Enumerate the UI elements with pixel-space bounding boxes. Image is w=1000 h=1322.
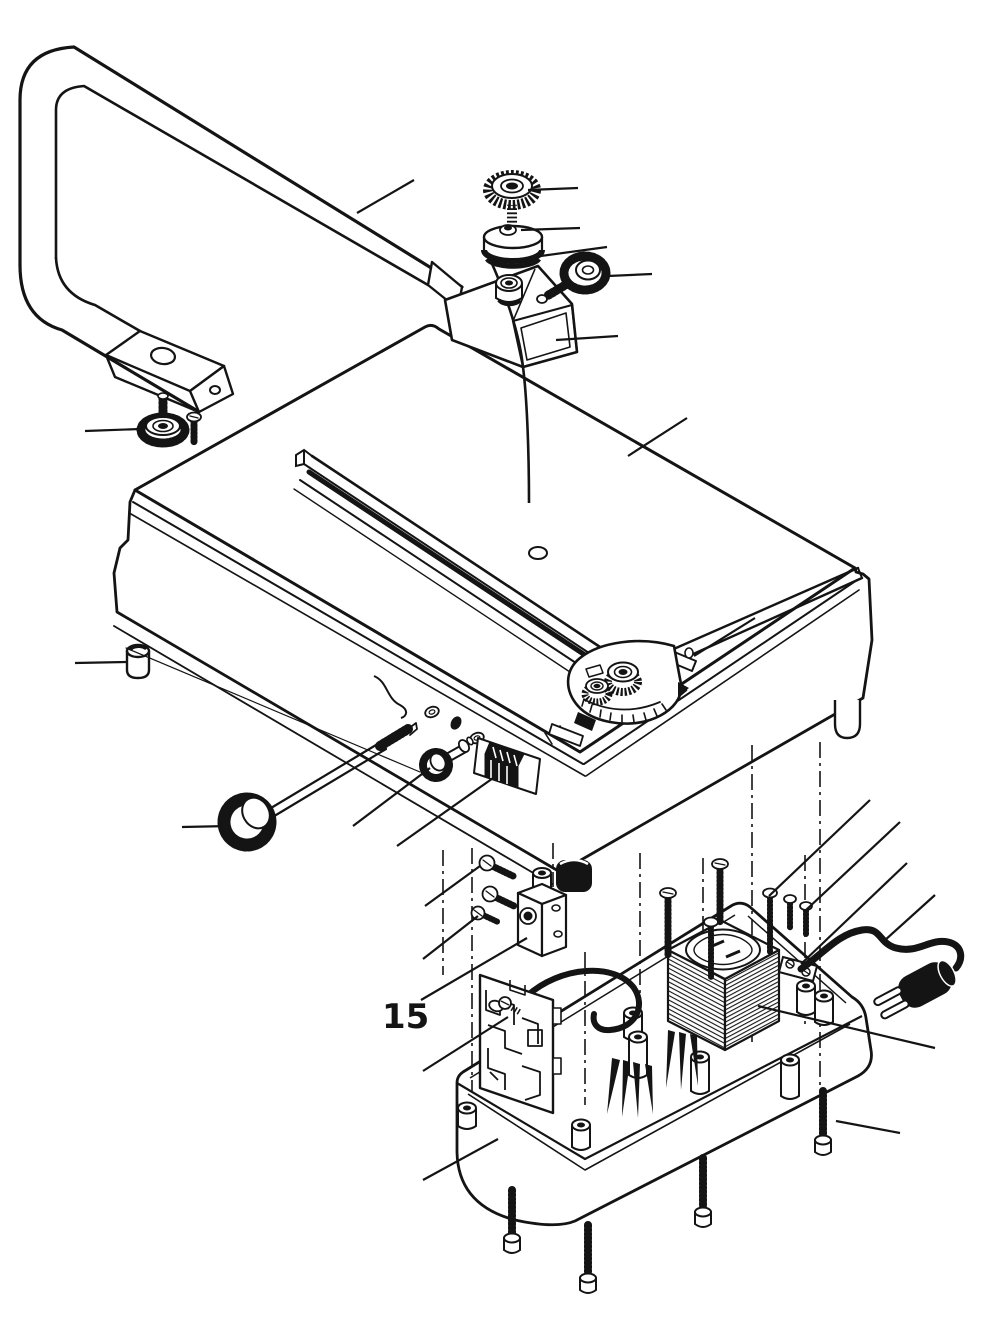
gauge-pointer (678, 682, 689, 696)
protractor-ticks (581, 698, 667, 723)
knurled-gear-shaft (419, 736, 474, 782)
leader-base-left (422, 1138, 499, 1181)
leader-pcb (422, 1016, 509, 1072)
leader-base-screw-right (835, 1119, 901, 1135)
leader-saw-arm (356, 179, 415, 214)
arm-mount-hole (149, 346, 177, 366)
transformer (666, 919, 781, 1052)
saw-arm (18, 45, 464, 414)
blade-holder-collar (495, 274, 523, 307)
motor-wire-loop (524, 967, 642, 1034)
leader-arm-thumb-nut (84, 427, 141, 433)
housing-foot-front (556, 858, 592, 892)
power-cord (797, 926, 965, 973)
leader-transformer (757, 1004, 936, 1050)
leader-gear-shaft (352, 767, 431, 827)
rubber-foot-bushing (125, 643, 151, 680)
block-leaders (420, 865, 528, 1001)
arm-end-hole (209, 385, 221, 395)
motor-brush-fins (607, 1030, 698, 1118)
guard-thumb-screw (536, 251, 611, 304)
leader-miter-gauge (693, 617, 756, 657)
power-plug (873, 959, 957, 1020)
casting-notch-curve (373, 675, 408, 719)
housing-foot-right (833, 700, 862, 740)
pcb-screw (498, 996, 523, 1016)
gauge-lock-knob (604, 661, 642, 696)
table-hole (528, 546, 548, 560)
leader-foot-bushing (74, 660, 127, 665)
blade-tension-rod (217, 722, 418, 852)
arm-screw (186, 411, 202, 447)
right-leaders (768, 799, 936, 965)
base-screws (503, 1087, 832, 1294)
block-screws (470, 854, 518, 925)
base-standoffs (457, 979, 834, 1151)
assembly-screws (659, 858, 813, 980)
miter-slot-rail (293, 448, 602, 681)
power-switch (473, 737, 541, 795)
leader-power-switch (396, 775, 497, 847)
leader-table-top (627, 417, 688, 457)
leader-tension-rod (181, 824, 231, 829)
gauge-pivot-knob (581, 678, 613, 706)
callout-15-label: 15 (382, 997, 429, 1037)
knob-stack-leaders (520, 186, 653, 342)
arm-thumb-nut (136, 392, 190, 448)
blade-holder-pulley (481, 224, 545, 269)
